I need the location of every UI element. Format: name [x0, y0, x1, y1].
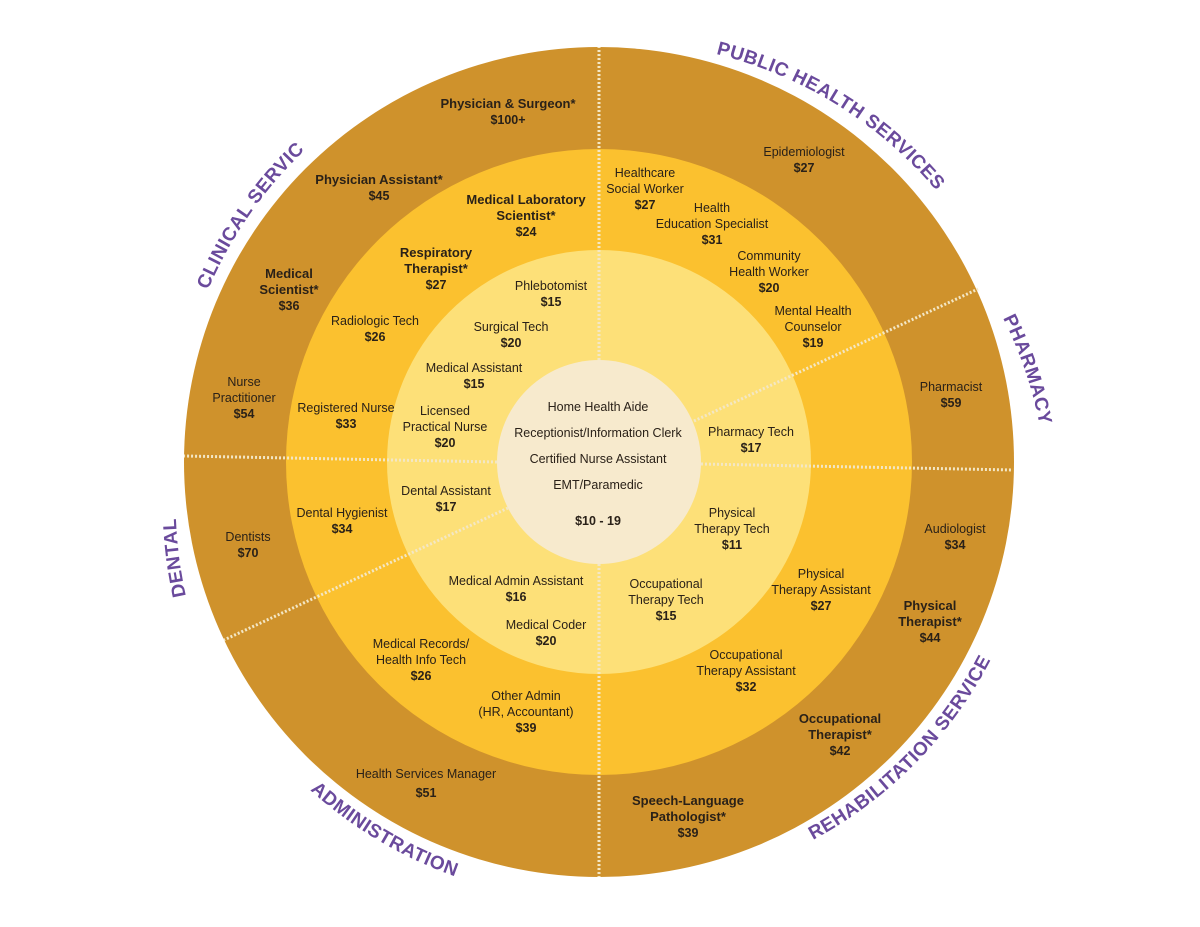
job-respiratory-therapist: Respiratory Therapist*$27: [399, 245, 473, 292]
job-registered-nurse: Registered Nurse$33: [297, 401, 395, 431]
job-physician-assistant: Physician Assistant*$45: [315, 172, 443, 203]
job-medical-records: Medical Records/ Health Info Tech$26: [372, 637, 470, 683]
job-physical-therapy-tech: Physical Therapy Tech$11: [694, 506, 770, 552]
center-job-emt: EMT/Paramedic: [553, 478, 643, 492]
sector-dividers: [183, 47, 1014, 877]
job-dentists: Dentists$70: [225, 530, 271, 560]
job-occupational-therapist: Occupational Therapist*$42: [798, 711, 882, 758]
job-community-health-worker: Community Health Worker$20: [729, 249, 809, 295]
job-occupational-therapy-assistant: Occupational Therapy Assistant$32: [696, 648, 796, 694]
job-medical-admin-assistant: Medical Admin Assistant$16: [448, 574, 584, 604]
center-wage-range: $10 - 19: [575, 514, 621, 528]
job-epidemiologist: Epidemiologist$27: [763, 145, 845, 175]
category-dental: DENTAL: [160, 518, 191, 599]
job-other-admin: Other Admin (HR, Accountant)$39: [478, 689, 574, 735]
job-medical-coder: Medical Coder$20: [505, 618, 587, 648]
job-radiologic-tech: Radiologic Tech$26: [330, 314, 420, 344]
job-mental-health-counselor: Mental Health Counselor$19: [774, 304, 852, 350]
job-dental-hygienist: Dental Hygienist$34: [296, 506, 388, 536]
job-surgical-tech: Surgical Tech$20: [473, 320, 549, 350]
job-pharmacy-tech: Pharmacy Tech$17: [708, 425, 794, 455]
job-licensed-practical-nurse: Licensed Practical Nurse$20: [402, 404, 488, 450]
job-medical-assistant: Medical Assistant$15: [425, 361, 523, 391]
job-nurse-practitioner: Nurse Practitioner$54: [212, 375, 276, 421]
job-physical-therapy-assistant: Physical Therapy Assistant$27: [771, 567, 871, 613]
job-phlebotomist: Phlebotomist$15: [514, 279, 588, 309]
job-occupational-therapy-tech: Occupational Therapy Tech$15: [628, 577, 704, 623]
job-physical-therapist: Physical Therapist*$44: [898, 598, 962, 645]
job-healthcare-social-worker: Healthcare Social Worker$27: [606, 166, 684, 212]
job-speech-language-pathologist: Speech-Language Pathologist*$39: [632, 793, 744, 840]
center-circle: [497, 360, 701, 564]
job-audiologist: Audiologist$34: [924, 522, 986, 552]
divider-left: [183, 454, 498, 464]
job-medical-scientist: Medical Scientist*$36: [259, 266, 319, 313]
center-job-receptionist: Receptionist/Information Clerk: [514, 426, 682, 440]
divider-lower-left: [223, 506, 509, 642]
job-health-services-manager: Health Services Manager$51: [355, 767, 497, 800]
job-health-education-specialist: Health Education Specialist$31: [655, 201, 769, 247]
divider-upper-right: [693, 287, 979, 423]
center-job-cna: Certified Nurse Assistant: [529, 452, 667, 466]
job-dental-assistant: Dental Assistant$17: [401, 484, 491, 514]
center-job-home-health-aide: Home Health Aide: [547, 400, 649, 414]
job-physician-surgeon: Physician & Surgeon*$100+: [440, 96, 576, 127]
job-pharmacist: Pharmacist$59: [919, 380, 983, 410]
divider-right: [700, 462, 1014, 472]
job-medical-laboratory-scientist: Medical Laboratory Scientist*$24: [466, 192, 586, 239]
